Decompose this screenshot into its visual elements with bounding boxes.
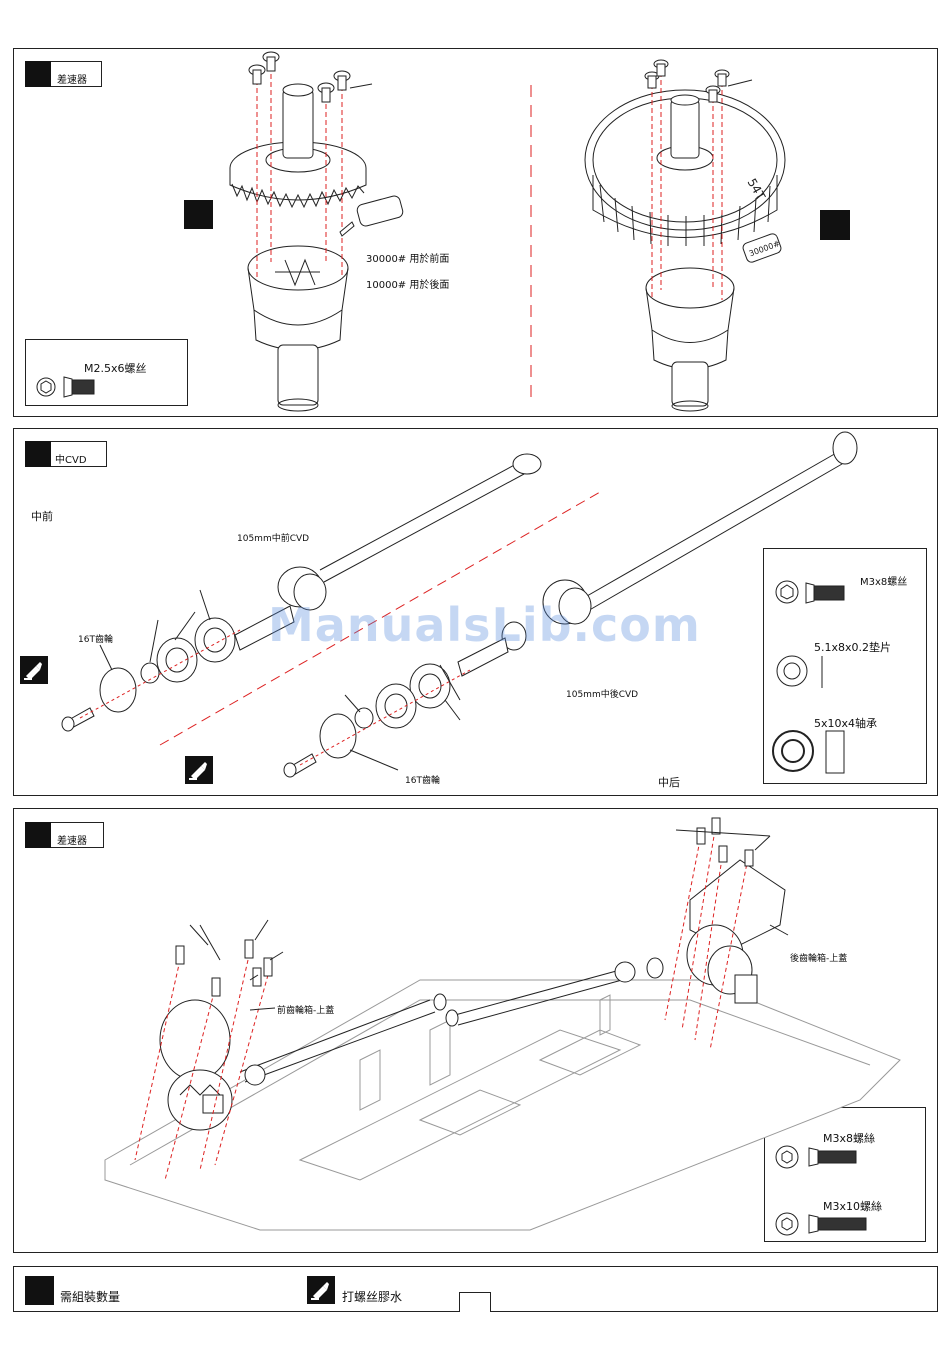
differential-right-drawing: 54T 30000# <box>585 90 785 411</box>
differential-left-drawing <box>230 84 366 411</box>
bearing-icon <box>773 731 844 773</box>
hex-screw-icon <box>176 818 753 996</box>
cvd-front-drawing <box>62 454 541 731</box>
washer-icon <box>777 656 822 688</box>
hex-screw-icon <box>776 1146 818 1235</box>
watermark: ManualsLib.com <box>268 598 701 652</box>
glue-bottle-icon <box>340 195 404 236</box>
hex-screw-icon <box>776 581 814 603</box>
hex-screw-icon <box>37 377 72 397</box>
